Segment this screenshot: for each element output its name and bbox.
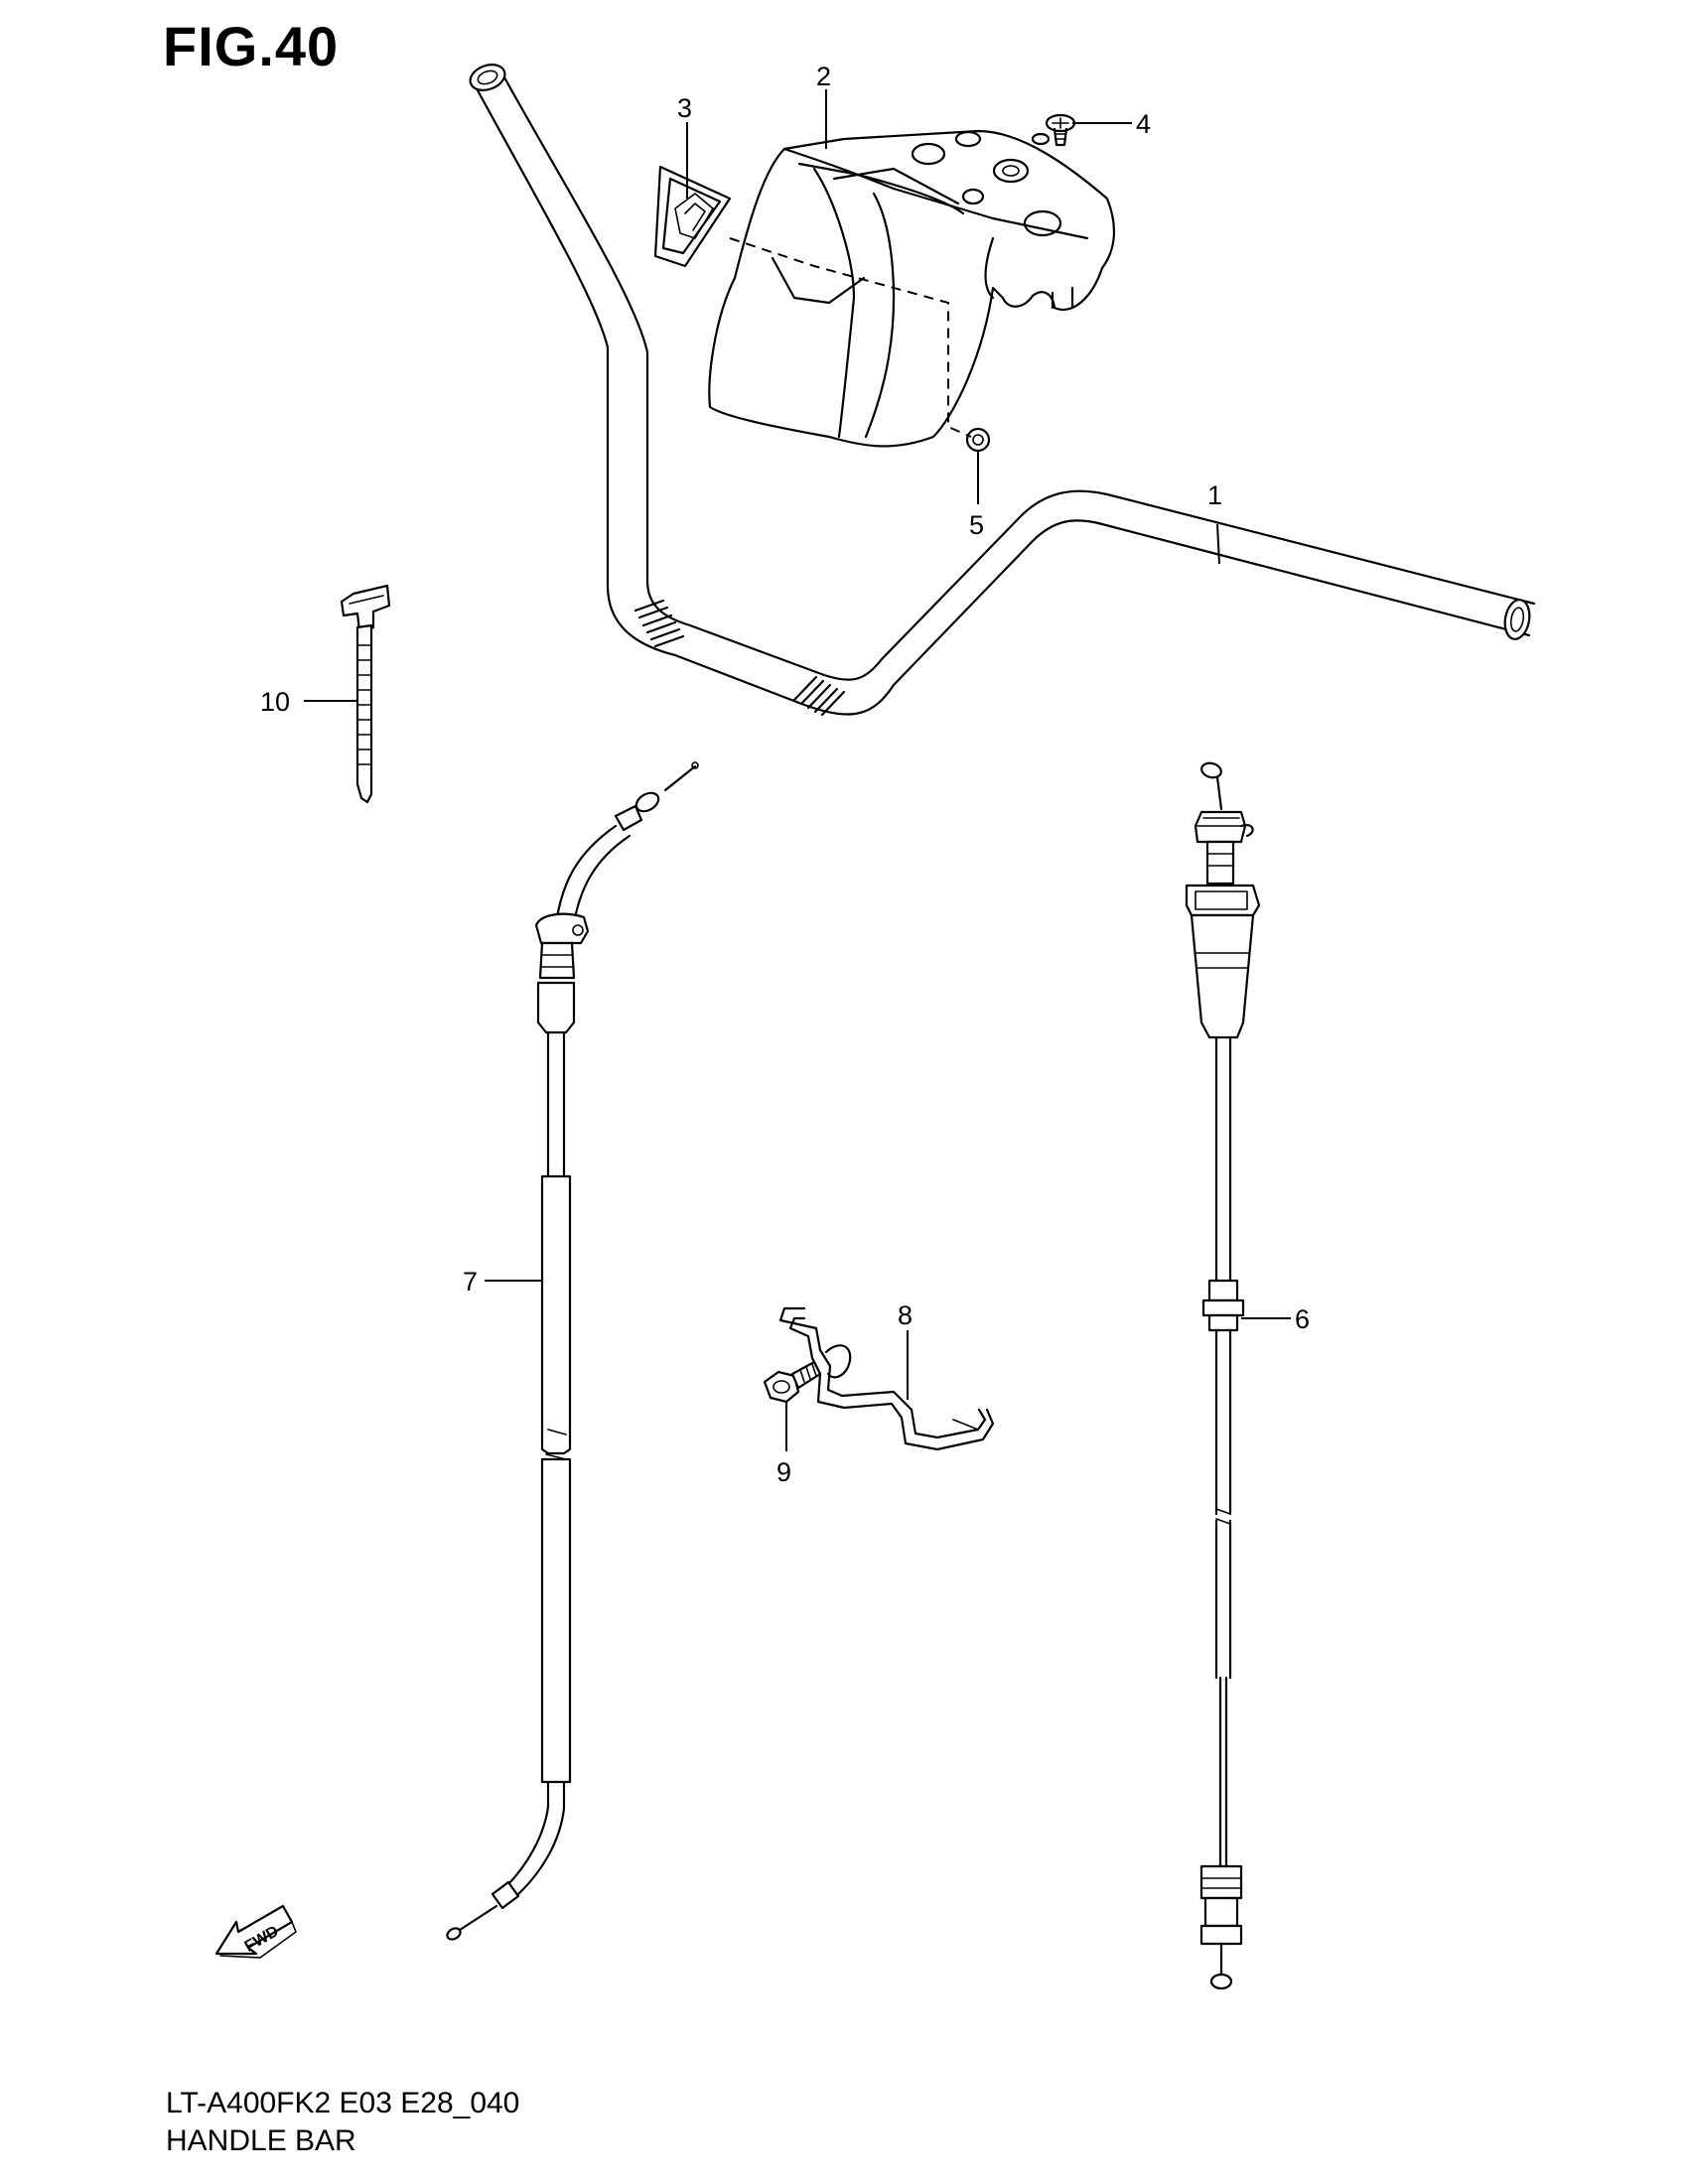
- callout-1: 1: [1207, 480, 1222, 510]
- callout-7: 7: [463, 1267, 478, 1297]
- emblem-part-3: [653, 165, 732, 268]
- handlebar-cover-part-2: [708, 129, 1116, 448]
- handlebar-part-1: [469, 64, 1536, 717]
- bolt-part-9: [763, 1360, 822, 1404]
- callout-9: 9: [776, 1457, 791, 1487]
- cable-tie-part-10: [340, 584, 391, 804]
- callout-10: 10: [260, 687, 290, 717]
- model-code: LT-A400FK2 E03 E28_040: [166, 2087, 520, 2119]
- screw-part-4: [1045, 113, 1076, 147]
- callout-5: 5: [969, 510, 984, 540]
- knurl-right: [792, 675, 846, 717]
- figure-title: FIG.40: [163, 15, 340, 77]
- leader-lines: [304, 89, 1291, 1451]
- callout-2: 2: [816, 62, 831, 91]
- cable-part-7: [446, 761, 699, 1941]
- assembly-line: [729, 237, 972, 438]
- bracket-part-8: [778, 1306, 995, 1451]
- callout-4: 4: [1136, 109, 1151, 139]
- section-name: HANDLE BAR: [166, 2124, 356, 2157]
- callout-3: 3: [677, 93, 692, 123]
- nut-part-5: [965, 427, 991, 453]
- fwd-direction-arrow: FWD: [214, 1904, 297, 1959]
- callout-6: 6: [1295, 1304, 1310, 1334]
- callout-8: 8: [898, 1300, 913, 1330]
- cable-part-6: [1185, 761, 1261, 1990]
- knurl-left: [633, 599, 685, 648]
